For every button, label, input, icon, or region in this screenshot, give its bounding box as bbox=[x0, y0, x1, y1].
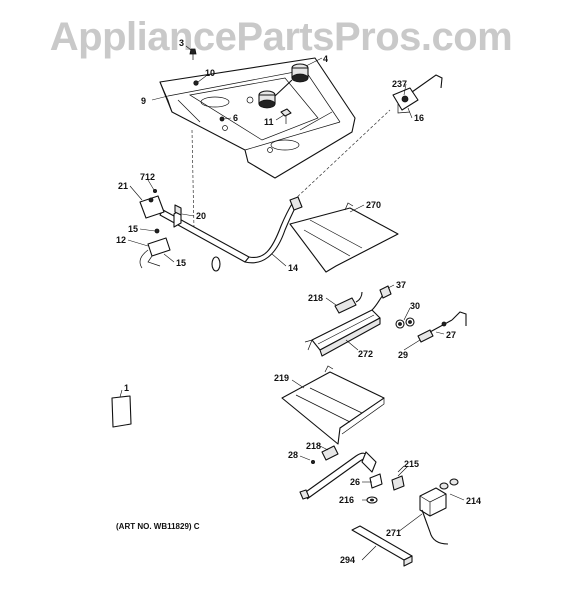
label-14: 14 bbox=[288, 263, 298, 273]
label-271: 271 bbox=[386, 528, 401, 538]
bracket-part[interactable] bbox=[392, 74, 443, 114]
label-3: 3 bbox=[179, 38, 184, 48]
label-30: 30 bbox=[410, 301, 420, 311]
clip-part[interactable] bbox=[379, 285, 392, 299]
orifice-part[interactable] bbox=[395, 317, 415, 329]
label-270: 270 bbox=[366, 200, 381, 210]
manifold-part[interactable] bbox=[159, 196, 303, 272]
label-219: 219 bbox=[274, 373, 289, 383]
broil-burner-part[interactable] bbox=[299, 445, 377, 500]
label-26: 26 bbox=[350, 477, 360, 487]
valve-bracket-part[interactable] bbox=[139, 188, 171, 269]
label-712: 712 bbox=[140, 172, 155, 182]
bake-burner-part[interactable] bbox=[304, 293, 385, 357]
label-6: 6 bbox=[233, 113, 238, 123]
igniter-part[interactable] bbox=[334, 291, 363, 314]
screw-part[interactable] bbox=[189, 48, 292, 124]
label-9: 9 bbox=[141, 96, 146, 106]
label-218b: 218 bbox=[306, 441, 321, 451]
label-10: 10 bbox=[205, 68, 215, 78]
part-labels: 3 4 10 9 6 11 237 16 712 21 20 15 12 15 … bbox=[116, 38, 481, 565]
label-4: 4 bbox=[323, 54, 328, 64]
label-15b: 15 bbox=[176, 258, 186, 268]
label-37: 37 bbox=[396, 280, 406, 290]
label-1: 1 bbox=[124, 383, 129, 393]
watermark: AppliancePartsPros.com bbox=[50, 15, 513, 59]
label-218a: 218 bbox=[308, 293, 323, 303]
label-12: 12 bbox=[116, 235, 126, 245]
rail-part[interactable] bbox=[351, 525, 413, 567]
label-294: 294 bbox=[340, 555, 355, 565]
leader-lines bbox=[119, 45, 465, 561]
label-237: 237 bbox=[392, 79, 407, 89]
gas-tube-part[interactable] bbox=[421, 509, 449, 545]
burner-box-part[interactable] bbox=[159, 57, 356, 179]
connection-line bbox=[191, 129, 195, 231]
broil-shield-part[interactable] bbox=[281, 365, 385, 445]
pressure-regulator-part[interactable] bbox=[419, 478, 459, 517]
label-29: 29 bbox=[398, 350, 408, 360]
label-15a: 15 bbox=[128, 224, 138, 234]
connection-line bbox=[293, 109, 391, 201]
label-20: 20 bbox=[196, 211, 206, 221]
label-11: 11 bbox=[264, 117, 274, 127]
literature-part[interactable] bbox=[111, 395, 132, 428]
label-272: 272 bbox=[358, 349, 373, 359]
label-21: 21 bbox=[118, 181, 128, 191]
label-16: 16 bbox=[414, 113, 424, 123]
label-216: 216 bbox=[339, 495, 354, 505]
label-214: 214 bbox=[466, 496, 481, 506]
burner-valve-part[interactable] bbox=[258, 63, 309, 109]
gas-fitting-part[interactable] bbox=[366, 465, 405, 504]
art-number: (ART NO. WB11829) C bbox=[116, 522, 200, 531]
tube-fitting-part[interactable] bbox=[417, 311, 467, 343]
label-28: 28 bbox=[288, 450, 298, 460]
label-27: 27 bbox=[446, 330, 456, 340]
heat-shield-part[interactable] bbox=[289, 202, 399, 273]
label-215: 215 bbox=[404, 459, 419, 469]
